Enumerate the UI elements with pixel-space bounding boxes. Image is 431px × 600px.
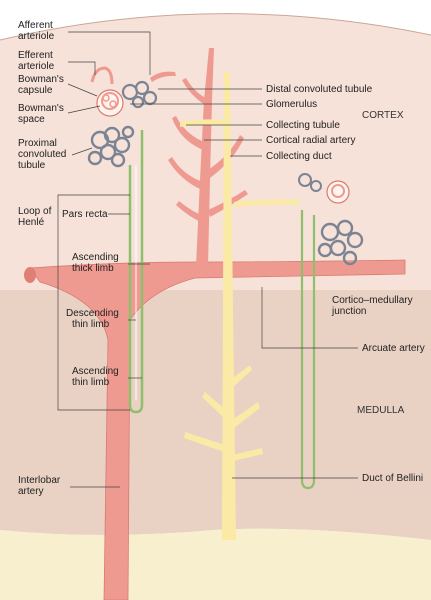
- label-interlobar: Interlobar: [18, 475, 61, 486]
- label-descending-thin: Descending: [66, 308, 119, 319]
- duct-branch: [184, 432, 225, 452]
- convoluted-tubule-icon: [87, 125, 135, 168]
- label-bowmans-space: space: [18, 114, 45, 125]
- label-ascending-thick: Ascending: [72, 252, 119, 263]
- label-loop-henle: Henlé: [18, 217, 45, 228]
- glomerulus-icon: [101, 92, 119, 110]
- label-collecting-tubule: Collecting tubule: [266, 120, 340, 131]
- interlobar-artery: [29, 259, 406, 600]
- loop-of-henle: [128, 130, 144, 414]
- label-distal: Distal convoluted tubule: [266, 84, 373, 95]
- papilla-region: [0, 528, 431, 600]
- label-efferent: Efferent: [18, 50, 53, 61]
- collecting-tubule-lower: [234, 199, 300, 207]
- label-proximal: convoluted: [18, 149, 66, 160]
- label-cortico-medullary: junction: [331, 306, 366, 317]
- loop-of-henle: [300, 210, 316, 490]
- label-proximal: tubule: [18, 160, 46, 171]
- distal-tubule-coil: [298, 173, 322, 192]
- distal-tubule-coil: [121, 80, 158, 109]
- cortical-radial-artery: [196, 48, 214, 266]
- label-loop-henle: Loop of: [18, 206, 52, 217]
- radial-branch: [182, 78, 206, 105]
- label-ascending-thick: thick limb: [72, 263, 114, 274]
- cortex-region: [0, 13, 431, 291]
- nephron-lower: [298, 173, 364, 490]
- convoluted-tubule-icon: [317, 219, 364, 266]
- label-ascending-thin: Ascending: [72, 366, 119, 377]
- label-afferent: arteriole: [18, 31, 55, 42]
- label-afferent: Afferent: [18, 20, 53, 31]
- labels: Afferent arteriole Efferent arteriole Bo…: [18, 20, 425, 497]
- zone-cortex: CORTEX: [362, 110, 404, 121]
- leader-lines: [57, 31, 358, 488]
- label-bellini: Duct of Bellini: [362, 473, 423, 484]
- nephron-upper: [87, 80, 158, 414]
- label-collecting-duct: Collecting duct: [266, 151, 332, 162]
- label-ascending-thin: thin limb: [72, 377, 110, 388]
- label-arcuate: Arcuate artery: [362, 343, 425, 354]
- label-cortico-medullary: Cortico–medullary: [332, 295, 413, 306]
- label-cortical-radial: Cortical radial artery: [266, 135, 355, 146]
- bowmans-capsule: [326, 180, 350, 204]
- label-bowmans-space: Bowman's: [18, 103, 64, 114]
- kidney-surface: [0, 13, 431, 41]
- radial-branch: [168, 157, 203, 190]
- afferent-vessel: [150, 71, 176, 82]
- duct-branch: [230, 365, 252, 388]
- radial-branch: [176, 201, 208, 225]
- label-efferent: arteriole: [18, 61, 55, 72]
- label-interlobar: artery: [18, 486, 44, 497]
- efferent-vessel: [90, 66, 114, 85]
- duct-branch: [202, 392, 226, 418]
- label-bowmans-capsule: Bowman's: [18, 74, 64, 85]
- label-descending-thin: thin limb: [72, 319, 110, 330]
- duct-branch: [232, 402, 260, 428]
- label-pars-recta: Pars recta: [62, 209, 108, 220]
- label-bowmans-capsule: capsule: [18, 85, 53, 96]
- label-glomerulus: Glomerulus: [266, 99, 317, 110]
- label-proximal: Proximal: [18, 138, 57, 149]
- artery-cut-end: [24, 267, 36, 283]
- glomerulus-icon: [331, 184, 345, 198]
- collecting-duct: [222, 72, 236, 540]
- duct-branch: [232, 448, 263, 461]
- collecting-duct-system: [180, 72, 300, 540]
- zone-medulla: MEDULLA: [357, 405, 405, 416]
